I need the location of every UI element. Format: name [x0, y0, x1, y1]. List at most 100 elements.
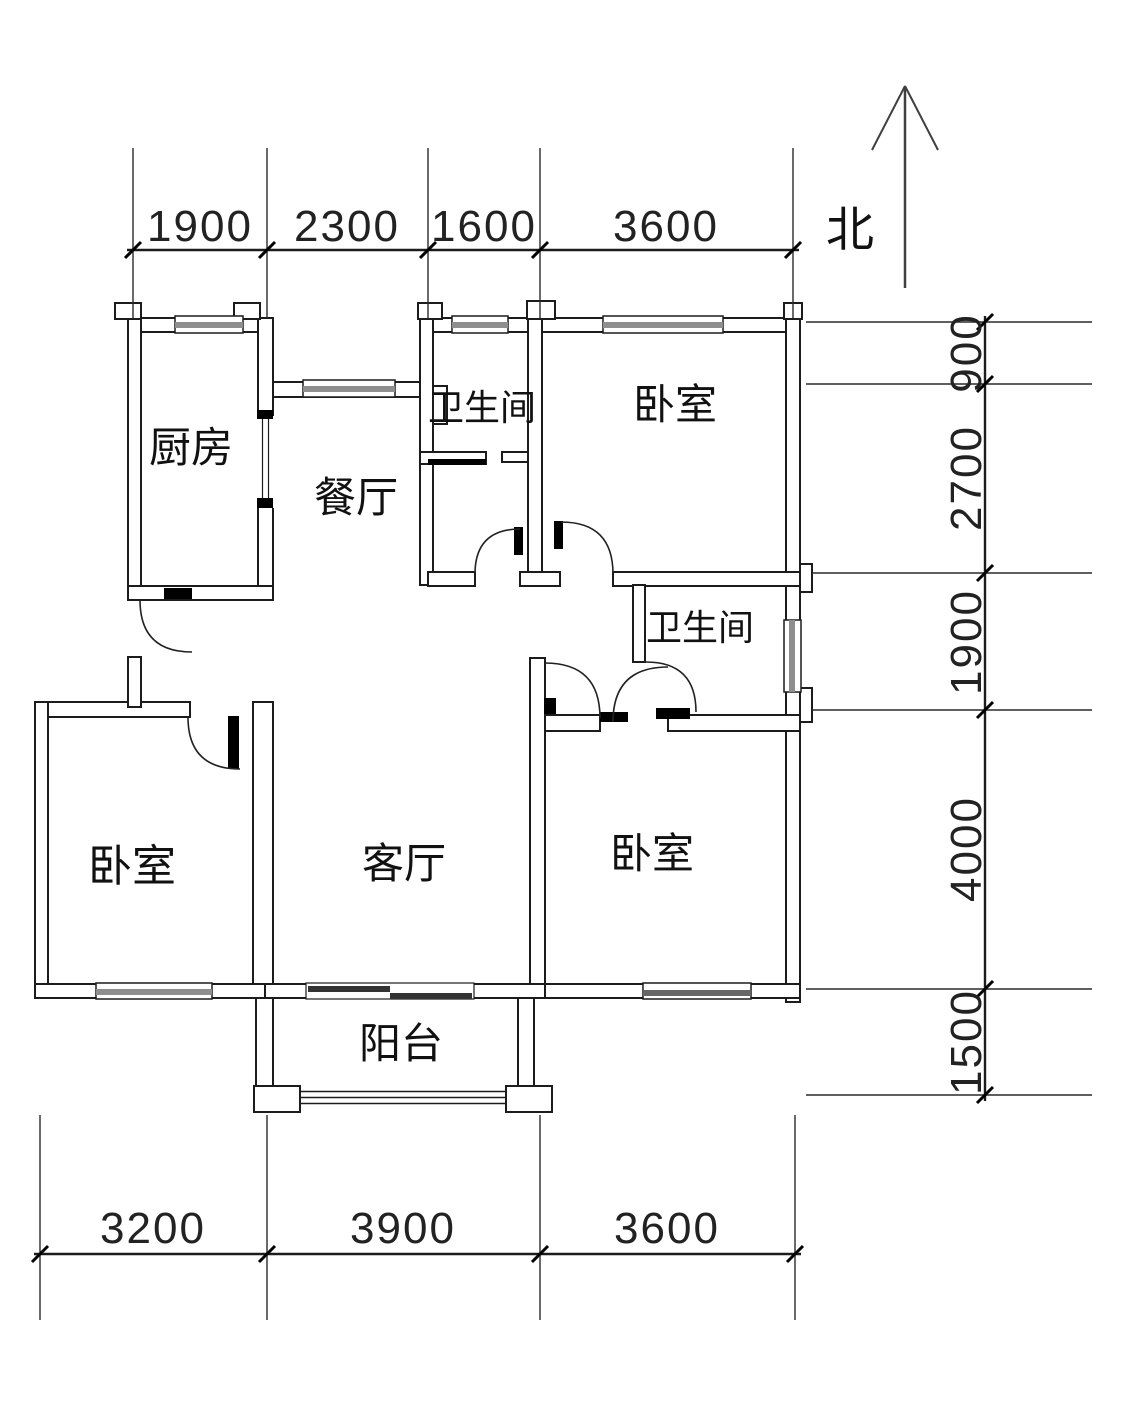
wall-kitchen-bottom	[127, 585, 274, 601]
dim-label: 3600	[614, 1204, 720, 1253]
north-arrow-head	[871, 85, 906, 151]
wall-bedne-south	[612, 571, 801, 587]
tick-slash	[975, 563, 995, 583]
door-arc	[474, 528, 521, 575]
tick-slash	[975, 312, 995, 332]
wall-balcony-left	[255, 997, 274, 1091]
bath1-threshold	[428, 459, 486, 465]
dim-label: 2700	[942, 425, 991, 531]
door-bathroom-east	[645, 661, 697, 719]
slider-panel	[308, 986, 390, 992]
windows-layer	[95, 315, 802, 1000]
dim-label: 4000	[942, 796, 991, 902]
wall-balcony-post-right	[505, 1085, 553, 1113]
dim-label: 2300	[294, 202, 400, 251]
room-label-bedroom-west: 卧室	[88, 842, 176, 891]
door-bedroom-west	[187, 716, 241, 770]
tick-slash	[123, 240, 143, 260]
wall-pier	[799, 563, 813, 593]
door-arc	[612, 666, 669, 723]
tick-slash	[257, 1244, 277, 1264]
wall-solid-details	[428, 459, 486, 465]
dim-label: 1900	[147, 202, 253, 251]
window-bedroom-west	[95, 982, 213, 1000]
dim-labels-top: 1900 2300 1600 3600	[147, 202, 719, 251]
extension-lines-top	[132, 148, 794, 318]
tick-slash	[783, 240, 803, 260]
tick-slash	[530, 1244, 550, 1264]
wall-pier	[233, 302, 261, 320]
window-glass-bar	[303, 386, 395, 392]
north-label: 北	[826, 204, 874, 257]
wall-corridor-south-b	[519, 571, 561, 587]
extension-lines-bottom	[39, 1115, 796, 1320]
dim-labels-right: 900 2700 1900 4000 1500	[942, 313, 991, 1095]
tick-slash	[975, 979, 995, 999]
dimension-right: 900 2700 1900 4000 1500	[806, 312, 1092, 1105]
window-bathroom-east	[783, 619, 802, 693]
wall-entry-stub	[127, 656, 142, 708]
pass-opening	[257, 416, 274, 508]
wall-bath1-shaft	[432, 385, 448, 425]
door-arc	[187, 716, 241, 770]
wall-kitchen-left	[127, 317, 142, 601]
extension-lines-right	[806, 321, 1092, 1096]
walls-layer	[34, 300, 813, 1113]
dim-labels-bottom: 3200 3900 3600	[100, 1204, 720, 1253]
window-glass-bar	[175, 322, 243, 328]
tick-slash	[257, 240, 277, 260]
wall-pier	[526, 300, 556, 320]
wall-pier	[114, 302, 142, 320]
room-label-bathroom-north: 卫生间	[428, 387, 536, 428]
room-label-bedroom-northeast: 卧室	[633, 381, 717, 428]
tick-slash	[975, 1085, 995, 1105]
wall-bedw-right	[252, 701, 274, 999]
north-compass: 北	[826, 85, 939, 288]
dimension-bottom: 3200 3900 3600	[30, 1115, 805, 1320]
wall-bath2-left	[632, 584, 646, 663]
door-leaf	[514, 527, 523, 555]
door-corridor	[474, 527, 523, 575]
tick-slash	[530, 240, 550, 260]
wall-pier	[417, 302, 443, 320]
window-bedroom-southeast	[642, 982, 752, 1000]
room-label-bedroom-southeast: 卧室	[610, 830, 694, 877]
tick-slash	[975, 374, 995, 394]
balcony-sliding-door	[305, 982, 475, 1000]
dim-label: 3200	[100, 1204, 206, 1253]
dim-label: 1900	[942, 589, 991, 695]
door-entry	[139, 588, 193, 653]
door-leaf	[228, 716, 239, 769]
window-glass-bar	[643, 990, 751, 996]
room-label-dining: 餐厅	[314, 474, 398, 521]
window-glass-bar	[96, 989, 212, 995]
door-bedroom-southeast	[600, 666, 669, 723]
wall-bedw-top	[34, 701, 191, 718]
kitchen-pass-door	[257, 410, 274, 508]
wall-living-bedse-divider	[529, 657, 546, 999]
window-kitchen	[174, 315, 244, 334]
wall-bath1-bedne-divider	[527, 317, 543, 574]
balcony-rail	[300, 1090, 506, 1105]
room-label-bathroom-east: 卫生间	[646, 607, 754, 648]
door-leaf	[600, 712, 628, 722]
wall-balcony-right	[517, 997, 535, 1091]
pass-jamb	[257, 410, 273, 419]
dim-label: 900	[942, 313, 991, 392]
wall-pier	[799, 687, 813, 723]
dimension-top: 1900 2300 1600 3600	[123, 148, 803, 318]
room-labels-layer: 厨房 餐厅 卫生间 卧室 卫生间 卧室 客厅 卧室 阳台	[88, 381, 754, 1067]
dim-label: 3600	[613, 202, 719, 251]
dim-label: 3900	[350, 1204, 456, 1253]
window-dining	[302, 379, 396, 398]
door-leaf	[656, 708, 690, 719]
wall-west	[34, 701, 49, 999]
dim-ticks-top	[123, 240, 803, 260]
pass-jamb	[257, 498, 273, 508]
door-arc	[645, 661, 697, 713]
room-label-living: 客厅	[362, 840, 446, 887]
doors-layer	[139, 521, 697, 770]
wall-bath1-divider-b	[501, 451, 529, 463]
